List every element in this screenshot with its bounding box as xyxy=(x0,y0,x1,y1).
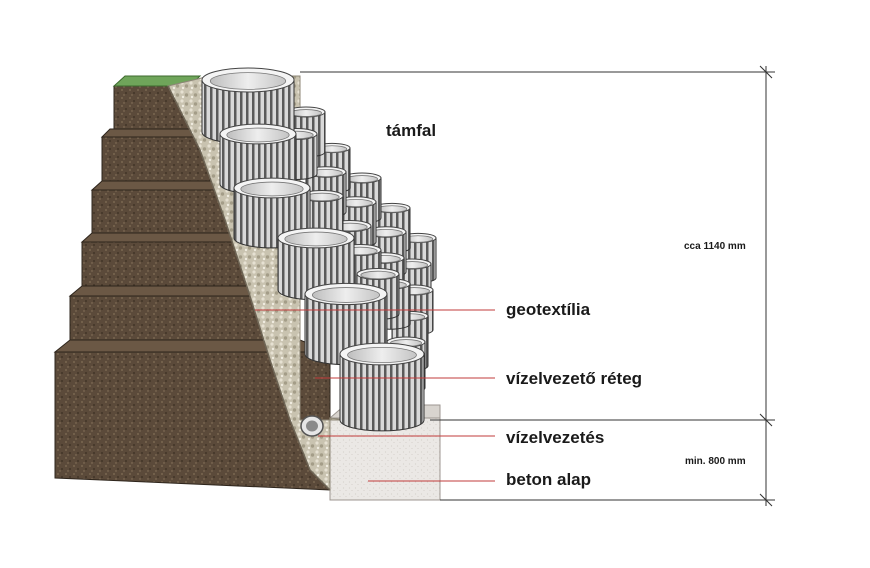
ring-elements xyxy=(201,67,437,432)
soil-mass xyxy=(53,75,331,491)
dimension-lines xyxy=(300,65,775,507)
wall-label: támfal xyxy=(386,121,437,140)
drainage-pipe-label: vízelvezetés xyxy=(506,428,605,447)
leader-lines xyxy=(255,309,495,482)
drainage-layer-label: vízelvezető réteg xyxy=(506,369,643,388)
wall-height-dimension: cca 1140 mm xyxy=(684,241,746,252)
geotextile-line xyxy=(167,85,331,491)
foundation-depth-dimension: min. 800 mm xyxy=(685,456,746,467)
drainage-pipe xyxy=(300,415,324,437)
ring-element xyxy=(339,342,425,432)
concrete-base-label: beton alap xyxy=(506,470,592,489)
geotextile-label: geotextília xyxy=(506,300,591,319)
